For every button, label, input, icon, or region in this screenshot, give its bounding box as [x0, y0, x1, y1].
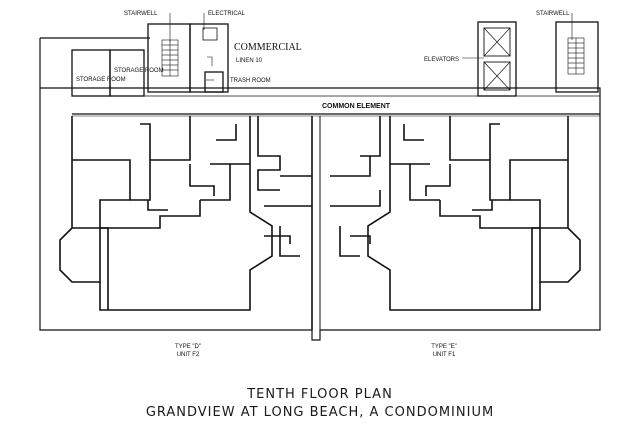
label-trash-room: TRASH ROOM	[230, 78, 271, 84]
plan-title: TENTH FLOOR PLAN	[247, 387, 393, 402]
label-unit-f2: UNIT F2	[177, 352, 200, 358]
building-outline	[39, 37, 601, 341]
label-type-d: TYPE "D"	[175, 344, 201, 350]
right-stairwell-treads	[567, 37, 585, 75]
label-stairwell-right: STAIRWELL	[536, 11, 570, 17]
label-elevators: ELEVATORS	[424, 57, 459, 63]
label-electrical: ELECTRICAL	[208, 11, 246, 17]
center-unit-walls	[257, 116, 381, 330]
label-commercial: COMMERCIAL	[234, 42, 302, 53]
label-unit-f1: UNIT F1	[433, 352, 456, 358]
right-service-core	[477, 21, 599, 97]
label-stairwell-left: STAIRWELL	[124, 11, 158, 17]
plan-subtitle: GRANDVIEW AT LONG BEACH, A CONDOMINIUM	[145, 405, 495, 420]
room-labels: STAIRWELL ELECTRICAL COMMERCIAL LINEN 10…	[76, 11, 570, 358]
left-stairwell-treads	[161, 39, 179, 77]
label-storage-room-2: STORAGE ROOM	[114, 68, 164, 74]
unit-type-d-walls	[59, 116, 273, 311]
label-leaders	[169, 13, 573, 81]
label-linen: LINEN 10	[236, 58, 263, 64]
left-service-core	[71, 23, 229, 97]
label-type-e: TYPE "E"	[431, 344, 457, 350]
unit-type-e-walls	[367, 116, 581, 311]
label-storage-room-1: STORAGE ROOM	[76, 77, 126, 83]
label-common-element: COMMON ELEMENT	[322, 103, 391, 110]
